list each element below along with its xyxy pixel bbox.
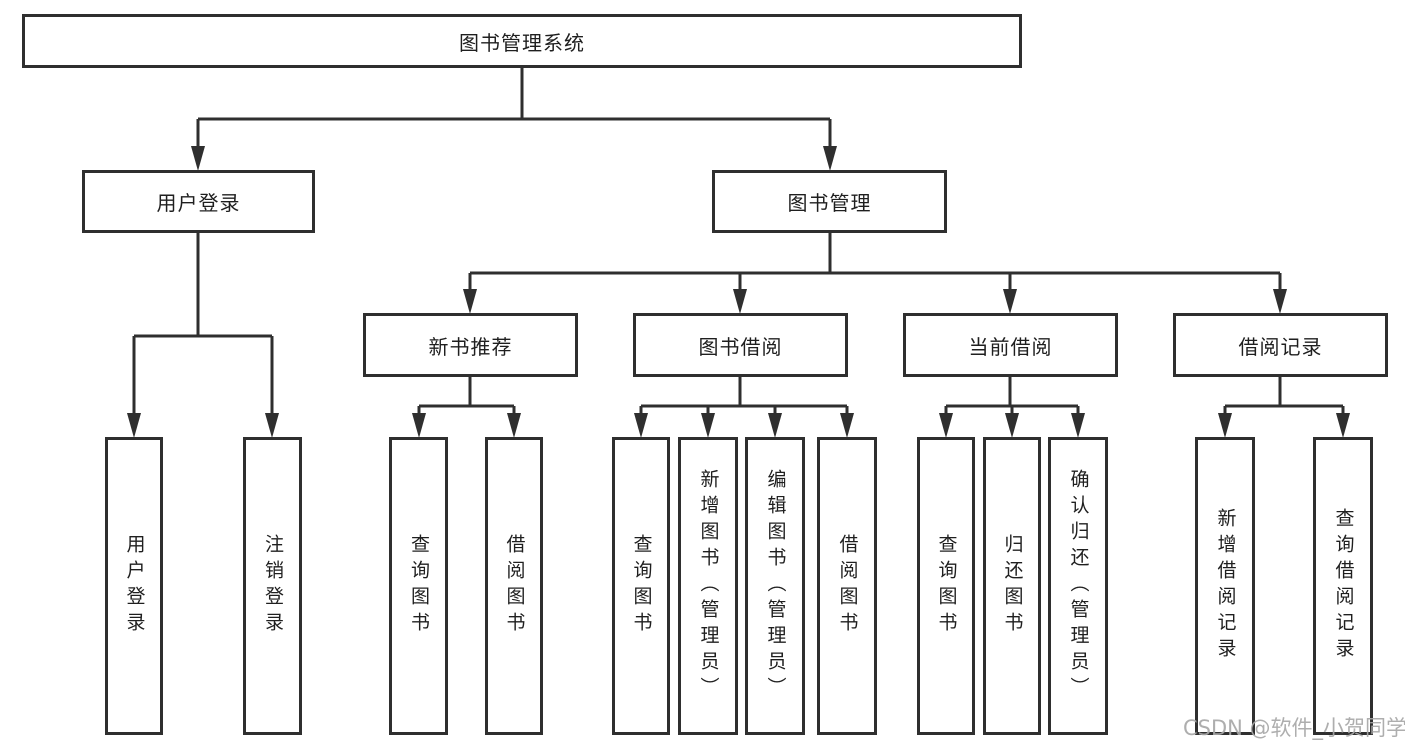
node-user-login-group: 用户登录 bbox=[82, 170, 315, 233]
connector-bookmgmt-to-level3 bbox=[468, 233, 1282, 290]
node-user-login: 用户登录 bbox=[105, 437, 163, 735]
node-book-borrowing: 图书借阅 bbox=[633, 313, 848, 377]
node-query-books-current: 查询图书 bbox=[917, 437, 975, 735]
node-borrowing-records: 借阅记录 bbox=[1173, 313, 1388, 377]
node-borrow-books-recommend: 借阅图书 bbox=[485, 437, 543, 735]
arrowhead-icon bbox=[939, 413, 953, 438]
connector-userlogin-to-children bbox=[132, 233, 274, 414]
connector-bookborrow-to-children bbox=[639, 377, 849, 414]
node-logout: 注销登录 bbox=[243, 437, 302, 735]
arrowhead-icon bbox=[701, 413, 715, 438]
arrowhead-icon bbox=[463, 289, 477, 314]
connector-currentborrow-to-children bbox=[944, 377, 1080, 414]
node-current-borrowing: 当前借阅 bbox=[903, 313, 1118, 377]
arrowhead-icon bbox=[191, 146, 205, 171]
arrowhead-icon bbox=[1336, 413, 1350, 438]
arrowhead-icon bbox=[823, 146, 837, 171]
arrowhead-icon bbox=[1273, 289, 1287, 314]
node-query-borrow-record: 查询借阅记录 bbox=[1313, 437, 1373, 735]
node-query-books-borrowing: 查询图书 bbox=[612, 437, 670, 735]
node-new-book-recommend: 新书推荐 bbox=[363, 313, 578, 377]
node-book-management: 图书管理 bbox=[712, 170, 947, 233]
connector-newbook-to-children bbox=[417, 377, 516, 414]
arrowhead-icon bbox=[507, 413, 521, 438]
arrowhead-icon bbox=[412, 413, 426, 438]
node-add-books-admin: 新增图书（管理员） bbox=[678, 437, 738, 735]
node-query-books-recommend: 查询图书 bbox=[389, 437, 448, 735]
arrowhead-icon bbox=[1071, 413, 1085, 438]
arrowhead-icon bbox=[733, 289, 747, 314]
arrowhead-icon bbox=[840, 413, 854, 438]
arrowhead-icon bbox=[768, 413, 782, 438]
arrowhead-icon bbox=[1218, 413, 1232, 438]
connector-root-to-level2 bbox=[196, 68, 832, 148]
arrowhead-icon bbox=[634, 413, 648, 438]
csdn-watermark: CSDN @软件_小贺同学 bbox=[1183, 716, 1405, 740]
node-borrow-books: 借阅图书 bbox=[817, 437, 877, 735]
node-confirm-return-admin: 确认归还（管理员） bbox=[1048, 437, 1108, 735]
arrowhead-icon bbox=[265, 413, 279, 438]
node-edit-books-admin: 编辑图书（管理员） bbox=[745, 437, 805, 735]
node-return-books: 归还图书 bbox=[983, 437, 1041, 735]
node-library-management-system: 图书管理系统 bbox=[22, 14, 1022, 68]
arrowhead-icon bbox=[1003, 289, 1017, 314]
arrowhead-icon bbox=[1005, 413, 1019, 438]
node-add-borrow-record: 新增借阅记录 bbox=[1195, 437, 1255, 735]
connector-records-to-children bbox=[1223, 377, 1345, 414]
arrowhead-icon bbox=[127, 413, 141, 438]
